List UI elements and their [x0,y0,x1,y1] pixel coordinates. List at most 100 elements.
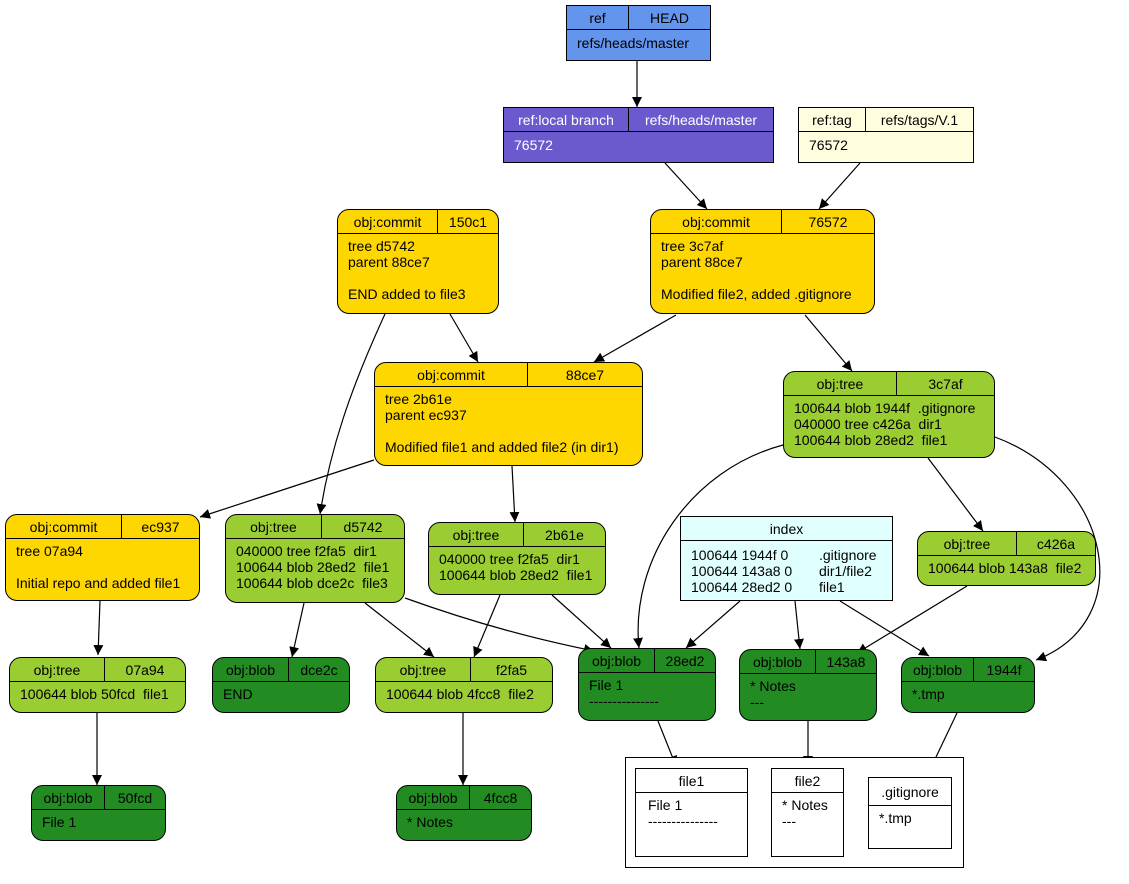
commit-ec937-id: ec937 [141,518,180,535]
index-title: index [681,517,892,541]
file-file1-body: File 1 --------------- [648,797,718,829]
file-gitignore-title: .gitignore [869,778,951,806]
edge-tree-d5742-to-blob-dce2c [289,602,305,658]
blob-143a8-id: 143a8 [826,653,866,670]
ref-head-type: ref [567,6,629,29]
tree-3c7af-body: 100644 blob 1944f .gitignore 040000 tree… [794,400,976,448]
edge-tag-to-commit-76572 [818,162,861,210]
commit-150c1-node: obj:commit 150c1 tree d5742 parent 88ce7… [337,209,499,314]
edge-commit-76572-to-commit-88ce7 [593,314,677,363]
branch-type: ref:local branch [504,108,629,131]
index-entry: 100644 1944f 0 [691,547,789,563]
blob-dce2c-type: obj:blob [213,658,289,681]
tree-07a94-body: 100644 blob 50fcd file1 [20,686,169,702]
ref-head-name: HEAD [650,9,689,26]
commit-76572-type: obj:commit [651,210,782,233]
blob-4fcc8-type: obj:blob [397,786,470,809]
tree-c426a-body: 100644 blob 143a8 file2 [928,560,1082,576]
commit-88ce7-id: 88ce7 [565,366,605,383]
edge-tree-2b61e-to-blob-28ed2 [551,594,612,649]
edge-tree-3c7af-to-tree-c426a [927,457,984,532]
blob-1944f-type: obj:blob [902,658,974,681]
edge-tree-c426a-to-blob-143a8 [856,585,968,654]
blob-50fcd-type: obj:blob [32,786,105,809]
blob-dce2c-node: obj:blob dce2c END [212,657,350,713]
tree-2b61e-type: obj:tree [429,523,524,546]
edge-commit-76572-to-tree-3c7af [804,314,853,372]
tree-3c7af-id: 3c7af [928,375,963,392]
blob-dce2c-body: END [223,686,253,702]
ref-head-node: ref HEAD refs/heads/master [566,5,711,61]
blob-28ed2-node: obj:blob 28ed2 File 1 --------------- [578,648,716,721]
tree-d5742-type: obj:tree [226,515,322,538]
tree-f2fa5-type: obj:tree [376,658,471,681]
commit-150c1-body: tree d5742 parent 88ce7 END added to fil… [348,238,466,302]
index-node: index 100644 1944f 0 .gitignore 100644 1… [680,516,893,601]
blob-143a8-node: obj:blob 143a8 * Notes --- [739,649,877,721]
file-file1-title: file1 [636,769,747,793]
blob-dce2c-id: dce2c [300,661,338,678]
edge-index-to-blob-28ed2 [685,600,741,649]
branch-name: refs/heads/master [644,111,758,128]
blob-1944f-id: 1944f [986,661,1022,678]
tree-3c7af-node: obj:tree 3c7af 100644 blob 1944f .gitign… [783,371,995,458]
file-file2-body: * Notes --- [782,797,828,829]
tree-f2fa5-id: f2fa5 [495,661,528,678]
tree-2b61e-node: obj:tree 2b61e 040000 tree f2fa5 dir1 10… [428,522,606,595]
branch-node: ref:local branch refs/heads/master 76572 [503,107,774,163]
tag-node: ref:tag refs/tags/V.1 76572 [798,107,974,163]
tree-2b61e-body: 040000 tree f2fa5 dir1 100644 blob 28ed2… [439,551,593,583]
commit-150c1-id: 150c1 [448,213,488,230]
tree-f2fa5-body: 100644 blob 4fcc8 file2 [386,686,534,702]
tag-name: refs/tags/V.1 [880,111,959,128]
blob-143a8-type: obj:blob [740,650,816,673]
tree-f2fa5-node: obj:tree f2fa5 100644 blob 4fcc8 file2 [375,657,553,713]
tag-type: ref:tag [799,108,866,131]
index-entry: 100644 143a8 0 [691,563,793,579]
commit-ec937-type: obj:commit [6,515,122,538]
index-path: file1 [819,579,845,595]
file-file2-title: file2 [772,769,843,793]
index-entry: 100644 28ed2 0 [691,579,793,595]
blob-28ed2-type: obj:blob [579,649,655,672]
tag-target: 76572 [809,137,848,153]
edge-commit-150c1-to-tree-d5742 [316,313,386,515]
blob-50fcd-id: 50fcd [117,789,153,806]
tree-d5742-node: obj:tree d5742 040000 tree f2fa5 dir1 10… [225,514,405,603]
edge-tree-d5742-to-blob-28ed2 [404,597,595,654]
tree-c426a-type: obj:tree [918,532,1017,555]
branch-target: 76572 [514,137,553,153]
tree-c426a-node: obj:tree c426a 100644 blob 143a8 file2 [917,531,1096,586]
ref-head-target: refs/heads/master [577,35,690,51]
edge-tree-3c7af-to-blob-1944f [994,436,1101,662]
file-file1-node: file1 File 1 --------------- [635,768,748,857]
blob-50fcd-node: obj:blob 50fcd File 1 [31,785,166,841]
edge-index-to-blob-1944f [839,600,930,657]
commit-88ce7-node: obj:commit 88ce7 tree 2b61e parent ec937… [374,362,643,466]
commit-76572-body: tree 3c7af parent 88ce7 Modified file2, … [661,238,852,302]
edge-branch-to-commit-76572 [664,162,708,210]
tree-d5742-id: d5742 [343,518,383,535]
blob-143a8-body: * Notes --- [750,678,796,710]
tree-07a94-node: obj:tree 07a94 100644 blob 50fcd file1 [9,657,186,713]
edge-index-to-blob-143a8 [793,600,804,650]
tree-3c7af-type: obj:tree [784,372,897,395]
blob-1944f-node: obj:blob 1944f *.tmp [901,657,1035,713]
commit-ec937-node: obj:commit ec937 tree 07a94 Initial repo… [5,514,200,601]
blob-50fcd-body: File 1 [42,814,77,830]
tree-07a94-type: obj:tree [10,658,105,681]
blob-4fcc8-body: * Notes [407,814,453,830]
index-path: .gitignore [819,547,877,563]
blob-4fcc8-id: 4fcc8 [483,789,518,806]
commit-ec937-body: tree 07a94 Initial repo and added file1 [16,543,181,591]
edge-tree-d5742-to-tree-f2fa5 [364,602,435,658]
commit-150c1-type: obj:commit [338,210,438,233]
tree-d5742-body: 040000 tree f2fa5 dir1 100644 blob 28ed2… [236,543,390,591]
tree-07a94-id: 07a94 [125,661,165,678]
blob-4fcc8-node: obj:blob 4fcc8 * Notes [396,785,532,841]
commit-76572-id: 76572 [808,213,848,230]
file-gitignore-body: *.tmp [879,810,912,826]
edge-commit-88ce7-to-tree-2b61e [509,465,520,523]
